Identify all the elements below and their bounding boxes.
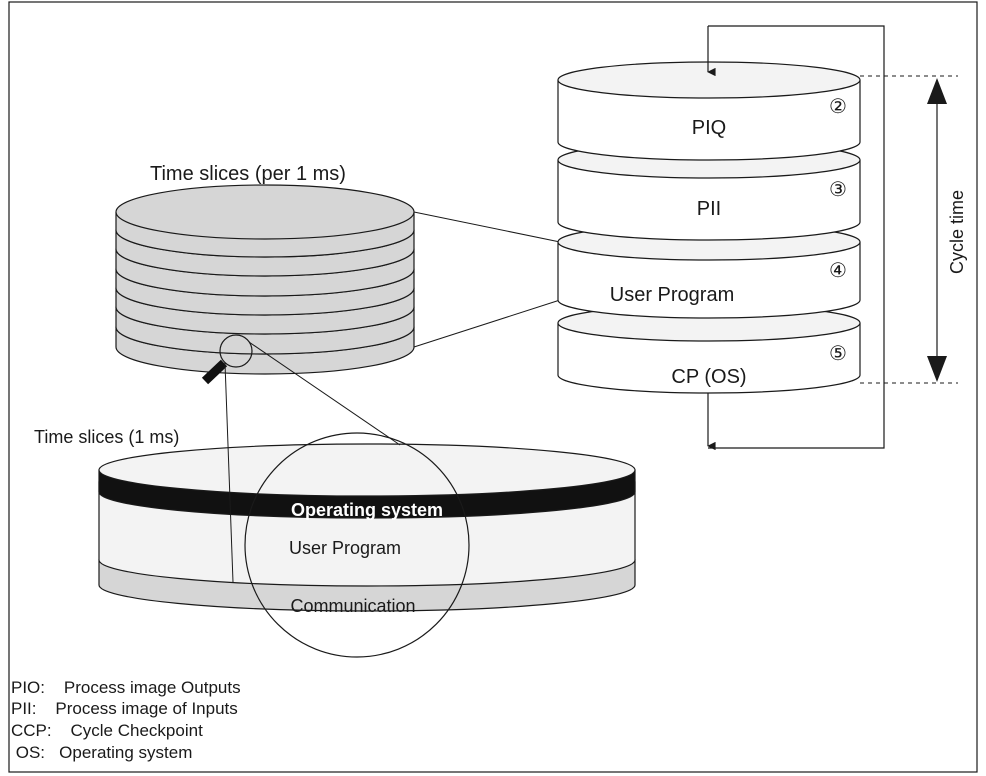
cycle-time-label: Cycle time <box>947 190 967 274</box>
big-cylinder <box>98 443 636 612</box>
cycle-stack-number-user-program: ④ <box>829 258 847 282</box>
legend-item-ccp: CCP: Cycle Checkpoint <box>11 721 203 740</box>
cycle-stack-number-piq: ② <box>829 94 847 118</box>
cycle-stack <box>557 61 861 394</box>
time-slices-per-ms-label: Time slices (per 1 ms) <box>150 163 346 185</box>
legend: PIO: Process image Outputs PII: Process … <box>11 678 241 762</box>
connector-line-top <box>413 211 561 243</box>
legend-item-pio: PIO: Process image Outputs <box>11 678 241 697</box>
legend-item-pii: PII: Process image of Inputs <box>11 699 238 718</box>
cycle-stack-number-cp-os: ⑤ <box>829 341 847 365</box>
legend-item-os: OS: Operating system <box>11 743 192 762</box>
cycle-time-arrow <box>927 78 947 382</box>
time-slices-1ms-label: Time slices (1 ms) <box>34 427 179 447</box>
diagram-frame <box>8 1 978 773</box>
cycle-stack-label-user-program: User Program <box>610 284 734 306</box>
cycle-stack-number-pii: ③ <box>829 177 847 201</box>
cycle-stack-label-piq: PIQ <box>692 117 726 139</box>
big-cylinder-communication-label: Communication <box>290 596 415 616</box>
big-cylinder-user-program-label: User Program <box>289 538 401 558</box>
cycle-stack-label-pii: PII <box>697 198 721 220</box>
time-slices-stack <box>115 184 415 375</box>
cycle-stack-label-cp-os: CP (OS) <box>671 366 746 388</box>
cycle-loop-line <box>708 25 885 449</box>
magnifier <box>201 334 470 658</box>
operating-system-band-label: Operating system <box>291 500 443 520</box>
connector-line-bottom <box>413 299 561 348</box>
